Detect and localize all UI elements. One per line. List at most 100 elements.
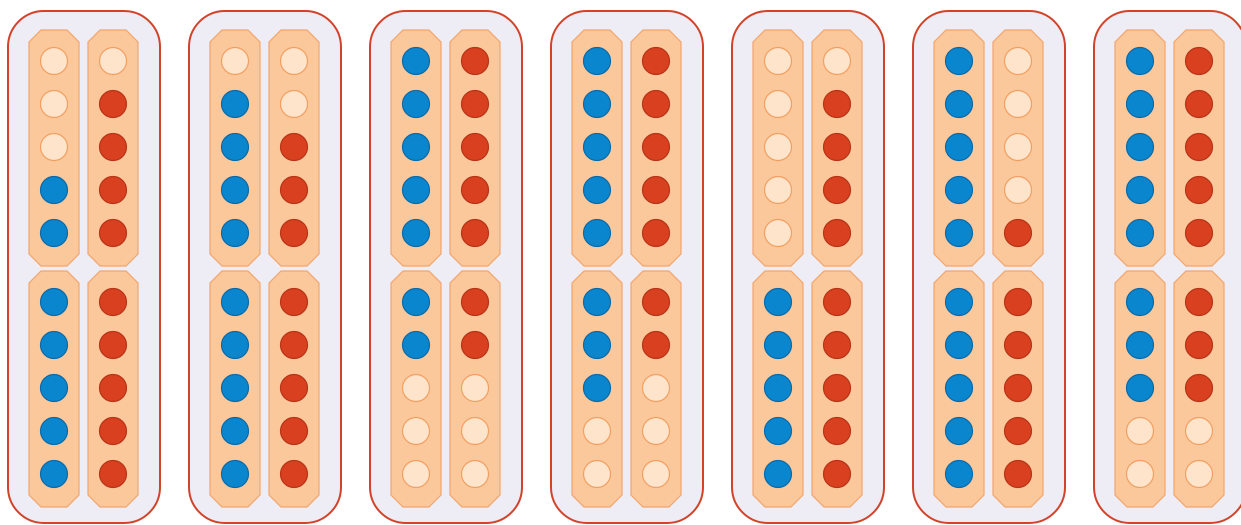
- empty-bead: [222, 48, 249, 75]
- blue-bead: [584, 375, 611, 402]
- empty-bead: [1005, 48, 1032, 75]
- blue-bead: [222, 91, 249, 118]
- red-bead: [281, 134, 308, 161]
- blue-bead: [946, 461, 973, 488]
- red-bead: [462, 48, 489, 75]
- blue-bead: [765, 375, 792, 402]
- red-bead: [824, 375, 851, 402]
- blue-bead: [222, 461, 249, 488]
- blue-bead: [1127, 91, 1154, 118]
- red-bead: [100, 91, 127, 118]
- red-bead: [1186, 220, 1213, 247]
- empty-bead: [765, 177, 792, 204]
- blue-bead: [403, 177, 430, 204]
- empty-bead: [41, 134, 68, 161]
- empty-bead: [1005, 91, 1032, 118]
- red-bead: [100, 289, 127, 316]
- blue-bead: [222, 220, 249, 247]
- blue-bead: [1127, 48, 1154, 75]
- blue-bead: [41, 461, 68, 488]
- red-bead: [100, 220, 127, 247]
- red-bead: [100, 375, 127, 402]
- blue-bead: [41, 289, 68, 316]
- blue-bead: [584, 289, 611, 316]
- red-bead: [1005, 375, 1032, 402]
- bead-strip-bottom-right: [631, 271, 681, 507]
- red-bead: [281, 177, 308, 204]
- red-bead: [824, 418, 851, 445]
- empty-bead: [1186, 461, 1213, 488]
- empty-bead: [584, 461, 611, 488]
- red-bead: [643, 134, 670, 161]
- empty-bead: [824, 48, 851, 75]
- card-1: [8, 11, 160, 523]
- empty-bead: [100, 48, 127, 75]
- blue-bead: [222, 418, 249, 445]
- red-bead: [281, 220, 308, 247]
- blue-bead: [41, 375, 68, 402]
- bead-strip-top-left: [29, 30, 79, 266]
- blue-bead: [946, 289, 973, 316]
- bead-strip-top-right: [1174, 30, 1224, 266]
- bead-strip-top-right: [269, 30, 319, 266]
- red-bead: [1005, 461, 1032, 488]
- blue-bead: [765, 332, 792, 359]
- empty-bead: [765, 91, 792, 118]
- empty-bead: [765, 220, 792, 247]
- red-bead: [1186, 332, 1213, 359]
- red-bead: [281, 461, 308, 488]
- blue-bead: [946, 332, 973, 359]
- empty-bead: [643, 461, 670, 488]
- blue-bead: [946, 177, 973, 204]
- blue-bead: [41, 332, 68, 359]
- bead-strip-top-right: [88, 30, 138, 266]
- blue-bead: [222, 332, 249, 359]
- empty-bead: [643, 375, 670, 402]
- empty-bead: [1186, 418, 1213, 445]
- blue-bead: [1127, 332, 1154, 359]
- blue-bead: [1127, 289, 1154, 316]
- bead-strip-top-left: [753, 30, 803, 266]
- blue-bead: [222, 177, 249, 204]
- red-bead: [1005, 220, 1032, 247]
- bead-strip-bottom-left: [1115, 271, 1165, 507]
- bead-strip-bottom-left: [29, 271, 79, 507]
- red-bead: [100, 461, 127, 488]
- bead-strip-top-right: [993, 30, 1043, 266]
- card-7: [1094, 11, 1241, 523]
- red-bead: [281, 375, 308, 402]
- red-bead: [100, 134, 127, 161]
- blue-bead: [946, 375, 973, 402]
- blue-bead: [41, 220, 68, 247]
- red-bead: [1186, 177, 1213, 204]
- card-3: [370, 11, 522, 523]
- blue-bead: [584, 220, 611, 247]
- empty-bead: [1127, 461, 1154, 488]
- blue-bead: [765, 461, 792, 488]
- blue-bead: [946, 91, 973, 118]
- empty-bead: [1005, 177, 1032, 204]
- blue-bead: [584, 332, 611, 359]
- empty-bead: [281, 48, 308, 75]
- empty-bead: [403, 375, 430, 402]
- empty-bead: [462, 375, 489, 402]
- card-6: [913, 11, 1065, 523]
- blue-bead: [1127, 220, 1154, 247]
- red-bead: [643, 91, 670, 118]
- red-bead: [1186, 91, 1213, 118]
- red-bead: [824, 91, 851, 118]
- bead-strip-top-left: [1115, 30, 1165, 266]
- red-bead: [462, 289, 489, 316]
- red-bead: [643, 220, 670, 247]
- red-bead: [643, 289, 670, 316]
- bead-strip-bottom-left: [391, 271, 441, 507]
- blue-bead: [946, 220, 973, 247]
- blue-bead: [1127, 134, 1154, 161]
- empty-bead: [403, 461, 430, 488]
- bead-strip-top-right: [812, 30, 862, 266]
- blue-bead: [946, 418, 973, 445]
- red-bead: [281, 289, 308, 316]
- bead-strip-bottom-left: [210, 271, 260, 507]
